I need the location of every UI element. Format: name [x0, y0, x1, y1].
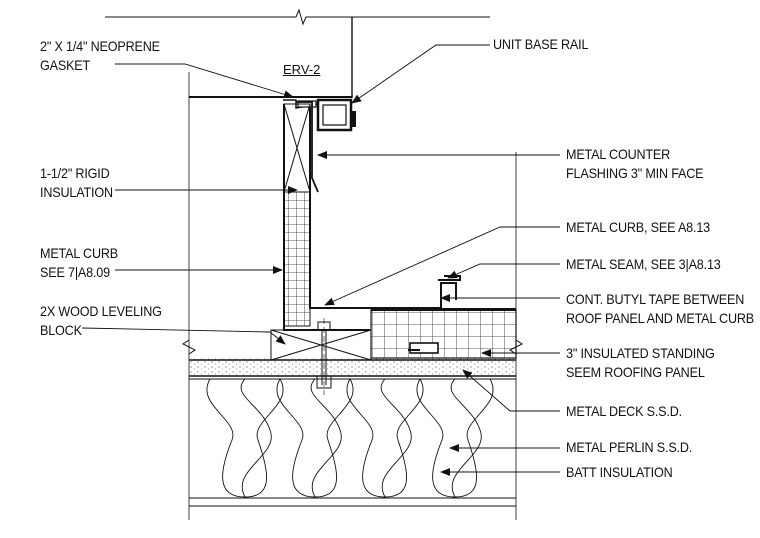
- label-counter-flashing: METAL COUNTER FLASHING 3" MIN FACE: [566, 145, 704, 183]
- label-rigid-line-2: INSULATION: [40, 184, 113, 200]
- label-unit-base-rail: UNIT BASE RAIL: [493, 35, 588, 54]
- label-rigid-insulation: 1-1/2" RIGID INSULATION: [40, 164, 113, 202]
- leader-base-rail: [351, 44, 490, 104]
- label-flashing-line-2: FLASHING 3" MIN FACE: [566, 165, 704, 181]
- label-base-rail-line-1: UNIT BASE RAIL: [493, 36, 589, 52]
- label-curb-left-line-1: METAL CURB: [40, 245, 119, 261]
- label-batt-insulation: BATT INSULATION: [566, 463, 673, 482]
- counter-flashing: [296, 101, 319, 193]
- label-curb-left-line-2: SEE 7|A8.09: [40, 264, 110, 280]
- erv-unit: [189, 17, 353, 98]
- label-metal-perlin: METAL PERLIN S.S.D.: [566, 438, 692, 457]
- label-gasket: 2" X 1/4" NEOPRENE GASKET: [40, 37, 160, 75]
- label-perlin-line-1: METAL PERLIN S.S.D.: [566, 439, 693, 455]
- label-flashing-line-1: METAL COUNTER: [566, 146, 671, 162]
- leader-metal-curb-right: [324, 226, 560, 306]
- label-metal-deck: METAL DECK S.S.D.: [566, 402, 682, 421]
- label-gasket-line-2: GASKET: [40, 57, 91, 73]
- leader-metal-seam: [447, 263, 560, 279]
- anchor-bolt: [316, 318, 332, 395]
- label-butyl-tape: CONT. BUTYL TAPE BETWEEN ROOF PANEL AND …: [566, 290, 754, 328]
- label-butyl-line-2: ROOF PANEL AND METAL CURB: [566, 310, 755, 326]
- rigid-insulation: [283, 191, 311, 327]
- label-batt-line-1: BATT INSULATION: [566, 464, 673, 480]
- roof-deck: [189, 358, 516, 380]
- label-wood-block: 2X WOOD LEVELING BLOCK: [40, 302, 162, 340]
- wood-leveling-block: [270, 329, 372, 361]
- label-wood-line-2: BLOCK: [40, 322, 82, 338]
- label-metal-curb-left: METAL CURB SEE 7|A8.09: [40, 244, 118, 282]
- top-break-line: [105, 8, 490, 26]
- label-metal-curb-right: METAL CURB, SEE A8.13: [566, 218, 710, 237]
- insulated-roof-panel: [370, 308, 517, 359]
- curb-centerlines: [188, 72, 517, 520]
- unit-tag: ERV-2: [283, 62, 321, 77]
- leader-lines: [81, 44, 560, 476]
- leader-metal-deck: [462, 369, 560, 412]
- label-roof-panel: 3" INSULATED STANDING SEEM ROOFING PANEL: [566, 344, 715, 382]
- label-seam-line-1: METAL SEAM, SEE 3|A8.13: [566, 256, 721, 272]
- label-deck-line-1: METAL DECK S.S.D.: [566, 403, 682, 419]
- side-break-lines: [182, 339, 523, 355]
- label-gasket-line-1: 2" X 1/4" NEOPRENE: [40, 38, 160, 54]
- label-rigid-line-1: 1-1/2" RIGID: [40, 165, 110, 181]
- leader-wood-block: [81, 327, 286, 345]
- leader-gasket: [115, 63, 294, 99]
- metal-curb: [283, 104, 461, 331]
- label-metal-seam: METAL SEAM, SEE 3|A8.13: [566, 255, 721, 274]
- wood-nailer: [283, 103, 311, 193]
- label-roof-line-1: 3" INSULATED STANDING: [566, 345, 715, 361]
- label-butyl-line-1: CONT. BUTYL TAPE BETWEEN: [566, 291, 745, 307]
- label-wood-line-1: 2X WOOD LEVELING: [40, 303, 162, 319]
- batt-insulation: [189, 378, 516, 507]
- label-curb-right-line-1: METAL CURB, SEE A8.13: [566, 219, 710, 235]
- label-roof-line-2: SEEM ROOFING PANEL: [566, 364, 705, 380]
